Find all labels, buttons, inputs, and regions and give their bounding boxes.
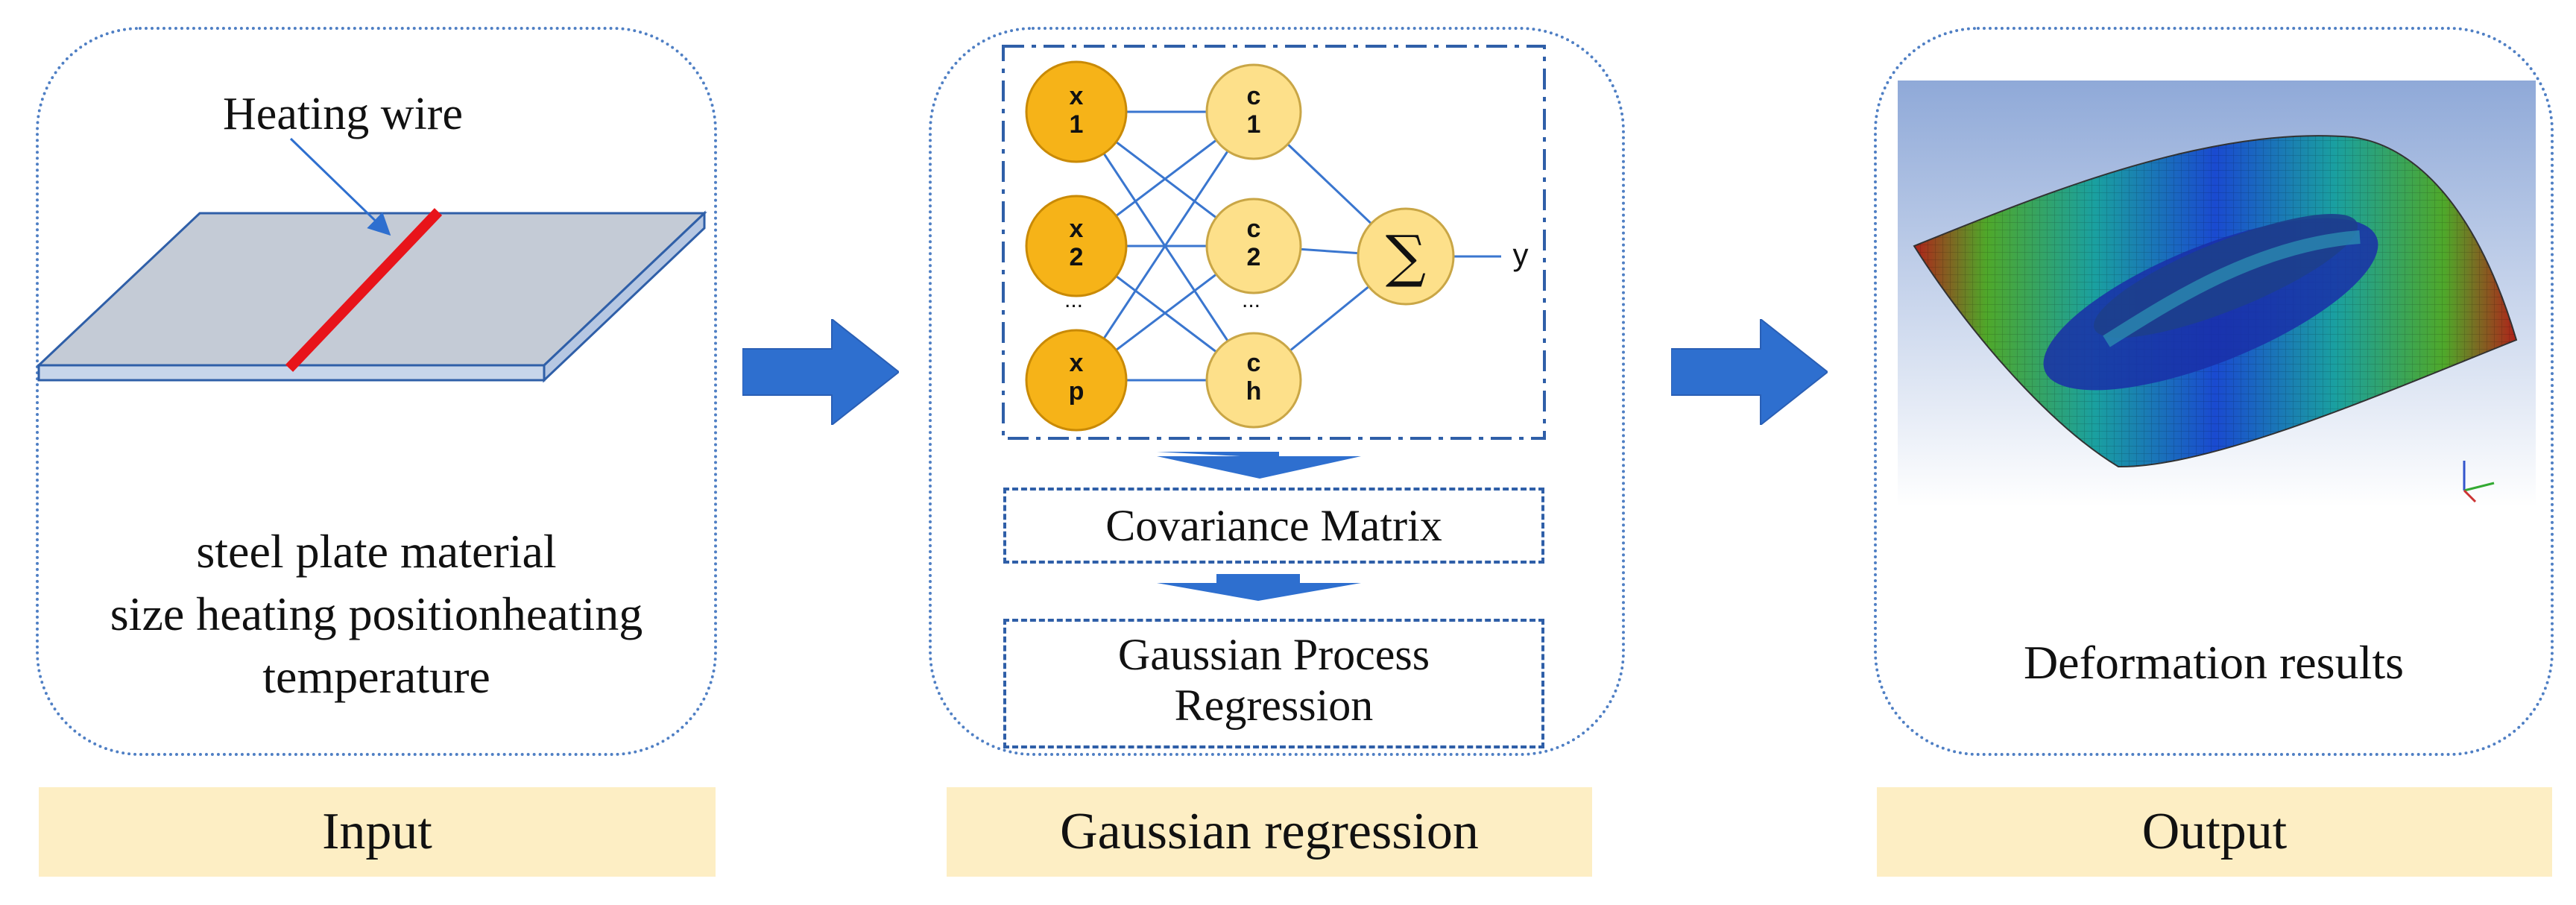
- node-x2-top: x: [1070, 215, 1084, 243]
- sum-node: [1357, 207, 1455, 306]
- input-line-2: size heating positionheating: [110, 587, 643, 640]
- input-line-1: steel plate material: [196, 525, 557, 578]
- gaussian-process-regression-box: Gaussian Process Regression: [1003, 619, 1544, 748]
- output-caption: Output: [1877, 787, 2552, 877]
- regression-caption: Gaussian regression: [947, 787, 1592, 877]
- heating-wire-pointer: [289, 137, 391, 236]
- input-caption: Input: [39, 787, 716, 877]
- deformation-results-label: Deformation results: [2023, 636, 2405, 689]
- arrow-right-icon: [742, 319, 899, 425]
- input-node-x2: [1025, 195, 1128, 297]
- covariance-matrix-label: Covariance Matrix: [1105, 501, 1442, 550]
- deformation-plot: [1898, 81, 2536, 507]
- node-c1-bottom: 1: [1247, 110, 1261, 139]
- node-c2-top: c: [1247, 215, 1261, 243]
- input-line-3: temperature: [262, 650, 490, 703]
- hidden-node-c2: [1205, 198, 1302, 294]
- arrow-down-icon: [1157, 574, 1361, 601]
- hidden-node-ch: [1205, 332, 1302, 429]
- node-x1-bottom: 1: [1070, 110, 1084, 139]
- gpr-line-1: Gaussian Process: [1117, 630, 1430, 679]
- node-x2-bottom: 2: [1070, 243, 1084, 271]
- input-ellipsis: ...: [1064, 288, 1083, 312]
- input-node-x1: [1025, 60, 1128, 163]
- arrow-down-icon: [1157, 452, 1361, 479]
- node-xp-bottom: p: [1069, 377, 1085, 406]
- input-panel: [36, 27, 717, 756]
- gpr-line-2: Regression: [1174, 681, 1374, 730]
- sum-symbol: ∑: [1386, 223, 1426, 289]
- input-node-xp: [1025, 329, 1128, 432]
- hidden-node-c1: [1205, 63, 1302, 160]
- node-c2-bottom: 2: [1247, 243, 1261, 271]
- axis-triad-icon: [2463, 461, 2495, 503]
- covariance-matrix-box: Covariance Matrix: [1003, 488, 1544, 564]
- heating-wire-label: Heating wire: [223, 89, 463, 139]
- node-xp-top: x: [1070, 349, 1084, 377]
- node-ch-top: c: [1247, 349, 1261, 377]
- hidden-ellipsis: ...: [1242, 288, 1260, 312]
- output-y-label: y: [1513, 237, 1529, 272]
- arrow-right-icon: [1671, 319, 1828, 425]
- node-x1-top: x: [1070, 82, 1084, 110]
- node-ch-bottom: h: [1246, 377, 1262, 406]
- node-c1-top: c: [1247, 82, 1261, 110]
- heating-wire: [285, 208, 443, 372]
